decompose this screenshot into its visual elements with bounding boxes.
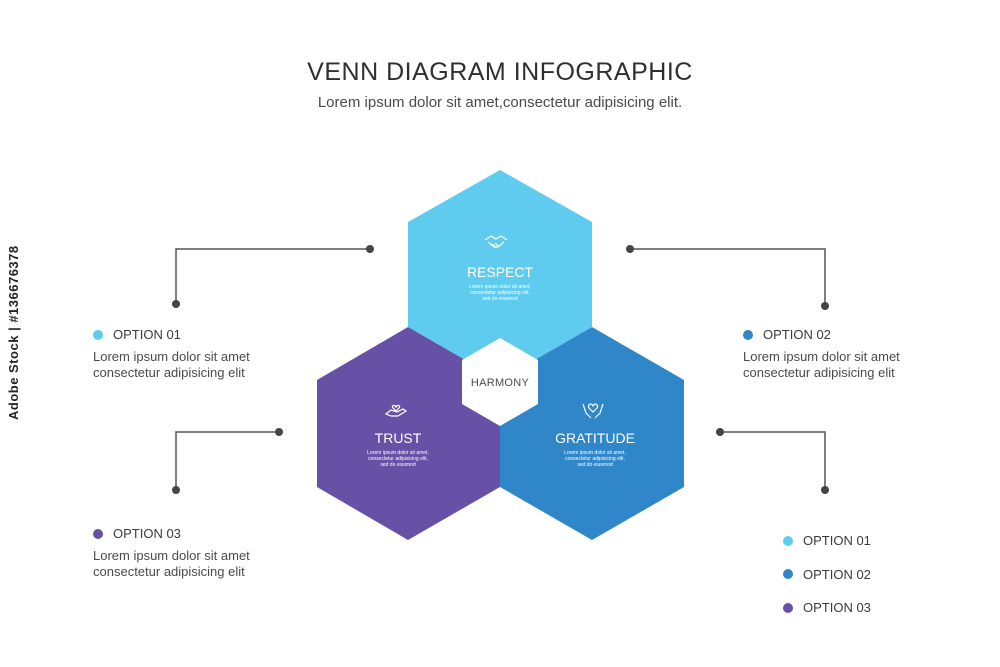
stock-watermark: Adobe Stock | #136676378 <box>6 245 21 420</box>
connector-lines <box>175 248 826 490</box>
hands-heart-icon <box>582 403 604 419</box>
option-label: OPTION 02 <box>763 327 831 342</box>
connector-right-bottom <box>720 431 826 490</box>
option-dot <box>93 528 103 539</box>
hexagon-respect-text-1: Lorem ipsum dolor sit amet, <box>469 284 531 290</box>
hexagon-trust-label: TRUST <box>375 430 422 446</box>
hexagon-gratitude-text-2: consectetur adipisicing elit, <box>565 456 625 462</box>
legend-label: OPTION 03 <box>803 600 871 616</box>
legend-item: OPTION 03 <box>783 591 871 625</box>
hexagon-gratitude-label: GRATITUDE <box>555 430 635 446</box>
option-block-left-top: OPTION 01 Lorem ipsum dolor sit amet con… <box>93 327 323 381</box>
connector-dot <box>275 428 283 436</box>
legend-dot <box>783 569 793 580</box>
legend-label: OPTION 01 <box>803 533 871 549</box>
hexagon-respect-text-3: sed do eiusmod <box>482 296 518 302</box>
hand-heart-icon <box>384 404 408 417</box>
hexagon-trust <box>317 327 500 540</box>
option-description: Lorem ipsum dolor sit amet consectetur a… <box>743 349 900 380</box>
handshake-icon <box>484 235 508 248</box>
option-dot <box>743 329 753 340</box>
connector-dot <box>626 245 634 253</box>
legend-item: OPTION 02 <box>783 558 871 592</box>
hexagon-trust-text-1: Lorem ipsum dolor sit amet, <box>367 450 429 456</box>
hexagon-center <box>462 338 538 426</box>
hexagon-gratitude-text-1: Lorem ipsum dolor sit amet, <box>564 450 626 456</box>
connector-dots <box>172 245 829 494</box>
option-dot <box>93 329 103 340</box>
connector-dot <box>821 302 829 310</box>
page-title: VENN DIAGRAM INFOGRAPHIC <box>307 58 693 86</box>
hexagon-center-label: HARMONY <box>471 377 530 389</box>
option-description: Lorem ipsum dolor sit amet consectetur a… <box>93 548 250 579</box>
connector-dot <box>716 428 724 436</box>
connector-right-top <box>630 248 826 306</box>
hexagon-trust-text-3: sed do eiusmod <box>380 462 416 468</box>
connector-left-top <box>175 248 370 304</box>
legend-label: OPTION 02 <box>803 566 871 582</box>
hexagon-respect-label: RESPECT <box>467 264 534 280</box>
page-subtitle: Lorem ipsum dolor sit amet,consectetur a… <box>317 94 683 111</box>
hexagon-respect <box>408 170 592 380</box>
legend-dot <box>783 602 793 613</box>
hexagon-respect-text-2: consectetur adipisicing elit, <box>470 290 530 296</box>
option-description: Lorem ipsum dolor sit amet consectetur a… <box>93 349 250 380</box>
connector-dot <box>366 245 374 253</box>
connector-dot <box>172 300 180 308</box>
legend-dot <box>783 535 793 546</box>
option-block-left-bottom: OPTION 03 Lorem ipsum dolor sit amet con… <box>93 526 323 580</box>
connector-left-bottom <box>175 431 279 490</box>
hexagon-gratitude <box>500 327 684 540</box>
option-label: OPTION 03 <box>113 526 181 541</box>
option-block-right-top: OPTION 02 Lorem ipsum dolor sit amet con… <box>743 327 973 381</box>
legend-item: OPTION 01 <box>783 524 871 558</box>
hexagon-trust-text-2: consectetur adipisicing elit, <box>368 456 428 462</box>
option-label: OPTION 01 <box>113 327 181 342</box>
connector-dot <box>172 486 180 494</box>
hexagon-gratitude-text-3: sed do eiusmod <box>577 462 613 468</box>
connector-dot <box>821 486 829 494</box>
legend: OPTION 01 OPTION 02 OPTION 03 <box>783 524 871 625</box>
